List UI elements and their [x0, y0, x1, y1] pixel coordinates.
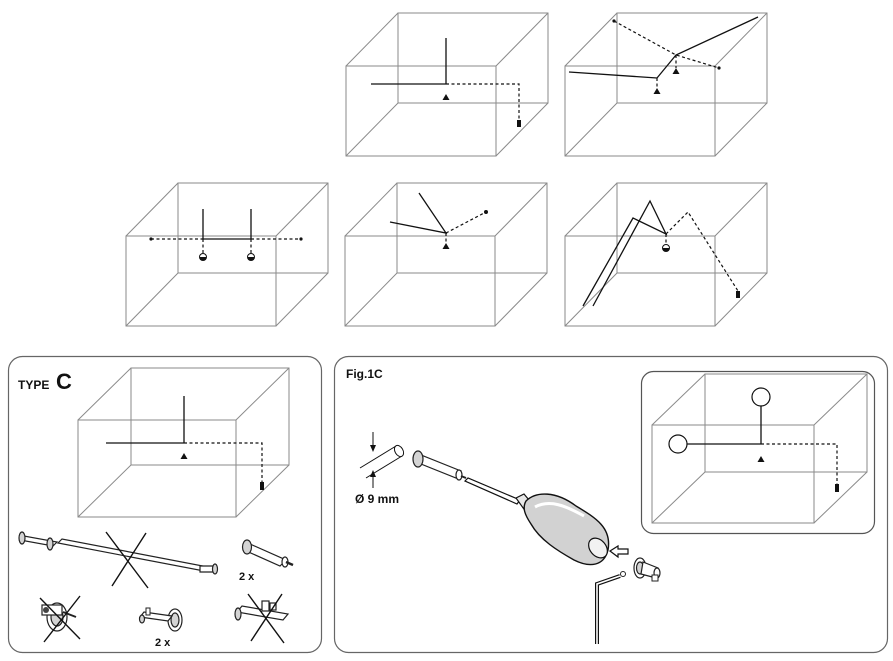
cross-out-icon — [39, 595, 81, 643]
ceiling-bracket-part — [138, 607, 183, 632]
figure-label: Fig.1C — [346, 367, 383, 381]
panel-type-c: TYPE C — [7, 355, 323, 654]
ceiling-mount-icon — [653, 88, 661, 94]
cross-out-icon — [105, 531, 149, 589]
rod-diameter-callout — [359, 432, 405, 488]
box-config-angled — [564, 12, 768, 157]
end-fitting-part — [412, 450, 467, 481]
t-connector-part-excluded — [234, 593, 290, 644]
ceiling-rose-icon — [662, 244, 670, 252]
ceiling-mount-icon — [442, 243, 450, 249]
end-fitting-part — [241, 539, 294, 568]
ceiling-bracket-quantity: 2 x — [155, 637, 171, 649]
type-word: TYPE — [18, 378, 49, 392]
long-rod-part — [18, 531, 219, 589]
cross-out-icon — [247, 593, 285, 644]
highlight-circle-icon — [751, 387, 771, 407]
ceiling-mount-icon — [442, 94, 450, 100]
wall-mount-icon — [835, 484, 839, 492]
ceiling-rose-icon — [199, 253, 207, 261]
bracket-fitting-part — [620, 557, 661, 582]
ceiling-rose-icon — [247, 253, 255, 261]
panel-fig-1c: Fig.1C — [333, 355, 889, 654]
box-type-c — [77, 367, 290, 518]
highlight-circle-icon — [668, 434, 688, 454]
box-config-zigzag — [564, 182, 768, 327]
box-config-straight — [345, 12, 549, 157]
wall-mount-icon — [260, 482, 264, 490]
wall-mount-icon — [517, 120, 521, 127]
insert-arrow-icon — [608, 544, 629, 559]
end-fitting-quantity: 2 x — [239, 571, 255, 583]
box-config-two-drops — [125, 182, 329, 327]
wall-bracket-part-excluded — [39, 595, 81, 643]
box-config-bent — [344, 182, 548, 327]
ceiling-mount-icon — [180, 453, 188, 459]
screwdriver-icon — [463, 477, 610, 566]
allen-key-icon — [595, 574, 621, 644]
diameter-label: Ø 9 mm — [355, 492, 399, 506]
ceiling-mount-icon — [757, 456, 765, 462]
type-letter: C — [56, 369, 72, 394]
ceiling-mount-icon — [672, 68, 680, 74]
inset-box-panel — [640, 370, 876, 535]
wall-mount-icon — [736, 291, 740, 298]
